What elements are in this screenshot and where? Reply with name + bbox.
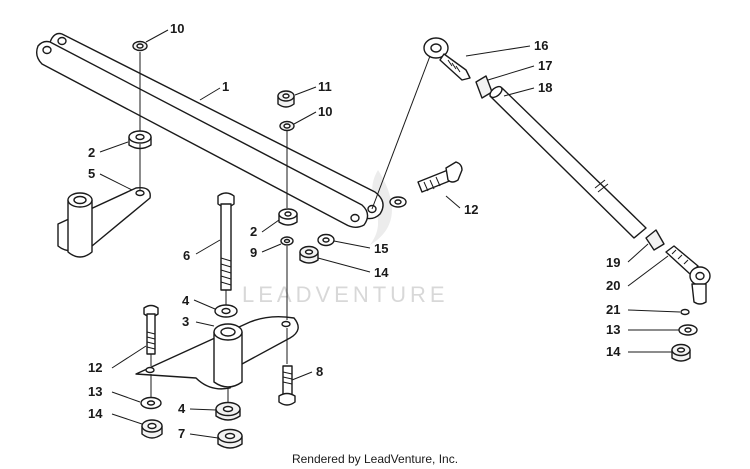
callout-label: 5 <box>88 166 95 181</box>
bolt-12-right <box>417 161 463 193</box>
callout-label: 18 <box>538 80 552 95</box>
callout-label: 13 <box>606 322 620 337</box>
callout-label: 10 <box>318 104 332 119</box>
callout-label: 13 <box>88 384 102 399</box>
callout-label: 19 <box>606 255 620 270</box>
tie-rod-18 <box>489 85 647 239</box>
bolt-6 <box>217 192 235 291</box>
washer-13-left <box>140 396 162 410</box>
callout-label: 2 <box>88 145 95 160</box>
callout-label: 17 <box>538 58 552 73</box>
callout-leaders <box>99 29 681 439</box>
callout-label: 20 <box>606 278 620 293</box>
nut-14-left <box>141 419 163 439</box>
nut-7 <box>217 428 243 449</box>
callout-label: 3 <box>182 314 189 329</box>
washer-10-top <box>132 40 148 52</box>
rod-end-20 <box>665 245 711 305</box>
bolt-12-lower <box>143 304 159 355</box>
nut-11 <box>277 90 295 108</box>
callout-label: 6 <box>183 248 190 263</box>
callout-label: 14 <box>374 265 389 280</box>
callout-label: 14 <box>606 344 621 359</box>
nut-19 <box>645 229 665 251</box>
callout-label: 15 <box>374 241 388 256</box>
callout-label: 11 <box>318 79 332 94</box>
callout-label: 1 <box>222 79 229 94</box>
washer-15-b <box>317 233 335 247</box>
callout-label: 4 <box>182 293 190 308</box>
rod-end-16 <box>423 37 471 81</box>
washer-4-lower <box>215 401 241 421</box>
spacer-2-mid <box>278 208 298 226</box>
washer-13-right <box>678 324 698 336</box>
callout-label: 16 <box>534 38 548 53</box>
nut-14-center <box>299 245 319 264</box>
washer-10-mid <box>279 120 295 132</box>
callout-label: 2 <box>250 224 257 239</box>
callout-label: 9 <box>250 245 257 260</box>
callout-label: 10 <box>170 21 184 36</box>
bolt-8 <box>278 365 296 406</box>
washer-4-upper <box>214 304 238 318</box>
callout-label: 7 <box>178 426 185 441</box>
callout-label: 8 <box>316 364 323 379</box>
callout-label: 12 <box>88 360 102 375</box>
watermark: LEADVENTURE <box>242 170 449 307</box>
footer-credit: Rendered by LeadVenture, Inc. <box>291 452 459 466</box>
callout-label: 21 <box>606 302 620 317</box>
washer-15-a <box>389 196 407 208</box>
callout-label: 14 <box>88 406 103 421</box>
assembly-axis-lines <box>139 52 431 403</box>
washer-9 <box>280 236 294 246</box>
nut-14-right <box>671 343 691 362</box>
washer-21 <box>680 308 690 316</box>
callout-label: 12 <box>464 202 478 217</box>
callout-labels: 10 1 11 10 2 5 6 2 9 15 14 12 16 17 18 4… <box>88 21 621 441</box>
callout-label: 4 <box>178 401 186 416</box>
link-arm <box>35 32 384 228</box>
spacer-2-left <box>128 130 152 150</box>
pivot-bracket-5 <box>57 187 151 258</box>
pivot-bracket-3 <box>135 315 299 390</box>
watermark-text: LEADVENTURE <box>242 282 449 307</box>
